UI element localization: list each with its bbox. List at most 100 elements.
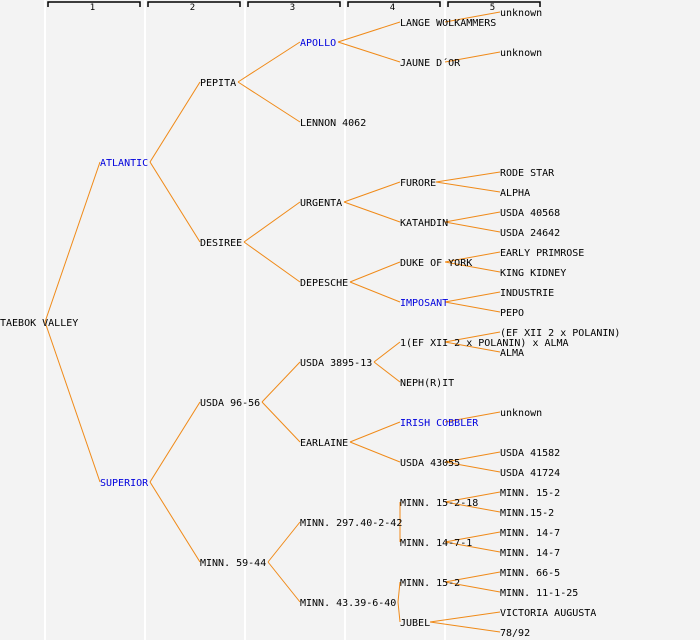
pedigree-link	[444, 451, 501, 463]
pedigree-link	[349, 261, 401, 283]
ancestor-label: PEPO	[500, 308, 524, 319]
pedigree-link	[435, 171, 501, 183]
pedigree-link	[444, 291, 501, 303]
ancestor-label: 1(EF XII 2 x POLANIN) x ALMA	[400, 338, 569, 349]
ancestor-label[interactable]: APOLLO	[300, 38, 336, 49]
ancestor-label: TAEBOK VALLEY	[0, 318, 78, 329]
ancestor-label: USDA 24642	[500, 228, 560, 239]
ancestor-label: RODE STAR	[500, 168, 555, 179]
pedigree-link	[149, 481, 201, 563]
pedigree-link	[444, 571, 501, 583]
pedigree-link	[44, 161, 101, 323]
pedigree-link	[444, 331, 501, 343]
pedigree-link	[349, 441, 401, 463]
column-separators	[44, 0, 446, 640]
pedigree-link	[444, 501, 501, 513]
unknown-ancestor-label: unknown	[500, 48, 542, 59]
ancestor-label: MINN. 43.39-6-40	[300, 598, 396, 609]
ancestor-label: USDA 40568	[500, 208, 560, 219]
ancestor-label: USDA 41724	[500, 468, 560, 479]
generation-number: 2	[190, 3, 195, 13]
ancestor-label: MINN. 66-5	[500, 568, 560, 579]
unknown-ancestor-label: unknown	[500, 408, 542, 419]
pedigree-link	[237, 41, 301, 83]
pedigree-link	[444, 301, 501, 313]
ancestor-label: USDA 43055	[400, 458, 460, 469]
ancestor-label: MINN. 15-2	[400, 578, 460, 589]
pedigree-link	[267, 521, 301, 563]
pedigree-link	[444, 261, 501, 273]
ancestor-label: MINN. 11-1-25	[500, 588, 578, 599]
pedigree-link	[237, 81, 301, 123]
ancestor-label: MINN. 14-7	[500, 528, 560, 539]
ancestor-label[interactable]: IMPOSANT	[400, 298, 448, 309]
ancestor-label[interactable]: SUPERIOR	[100, 478, 149, 489]
ancestor-label: MINN. 15-2	[500, 488, 560, 499]
ancestor-label: LANGE WOLKAMMERS	[400, 18, 496, 29]
pedigree-link	[444, 11, 501, 23]
ancestor-label: DUKE OF YORK	[400, 258, 472, 269]
pedigree-link	[444, 531, 501, 543]
ancestor-label: INDUSTRIE	[500, 288, 554, 299]
pedigree-link	[444, 491, 501, 503]
pedigree-link	[149, 161, 201, 243]
ancestor-label[interactable]: IRISH COBBLER	[400, 418, 479, 429]
pedigree-link	[267, 561, 301, 603]
ancestor-label: NEPH(R)IT	[400, 378, 454, 389]
pedigree-link	[261, 401, 301, 443]
ancestor-label: MINN. 297.40-2-42	[300, 518, 402, 529]
pedigree-link	[435, 181, 501, 193]
pedigree-link	[349, 421, 401, 443]
ancestor-label: JAUNE D´OR	[400, 57, 461, 69]
pedigree-link	[444, 411, 501, 423]
pedigree-link	[373, 361, 401, 383]
ancestor-label: DEPESCHE	[300, 278, 348, 289]
ancestor-label: (EF XII 2 x POLANIN)	[500, 328, 620, 339]
ancestor-label: USDA 41582	[500, 448, 560, 459]
generation-bracket	[47, 1, 141, 7]
ancestor-label: 78/92	[500, 628, 530, 639]
ancestor-label: KING KIDNEY	[500, 268, 566, 279]
pedigree-link	[444, 581, 501, 593]
pedigree-link	[444, 211, 501, 223]
pedigree-link	[444, 251, 501, 263]
pedigree-link	[337, 21, 401, 43]
ancestor-label: EARLY PRIMROSE	[500, 248, 584, 259]
pedigree-link	[149, 401, 201, 483]
ancestor-label: ALMA	[500, 348, 524, 359]
generation-number: 1	[90, 3, 95, 13]
pedigree-link	[349, 281, 401, 303]
ancestor-label: EARLAINE	[300, 438, 348, 449]
pedigree-link	[397, 581, 401, 603]
ancestor-label: URGENTA	[300, 198, 342, 209]
ancestor-label: LENNON 4062	[300, 118, 366, 129]
generation-bracket	[247, 1, 341, 7]
pedigree-link	[337, 41, 401, 63]
pedigree-link	[429, 611, 501, 623]
pedigree-link	[243, 201, 301, 243]
pedigree-link	[429, 621, 501, 633]
generation-bracket	[147, 1, 241, 7]
ancestor-label: KATAHDIN	[400, 218, 448, 229]
pedigree-link	[444, 541, 501, 553]
pedigree-link	[243, 241, 301, 283]
ancestor-label: FURORE	[400, 178, 436, 189]
pedigree-link	[373, 341, 401, 363]
ancestor-label[interactable]: ATLANTIC	[100, 158, 148, 169]
ancestor-label: PEPITA	[200, 78, 236, 89]
ancestor-label: MINN. 59-44	[200, 558, 266, 569]
ancestor-label: USDA 3895-13	[300, 358, 372, 369]
generation-bracket	[447, 1, 541, 7]
ancestor-label: USDA 96-56	[200, 398, 260, 409]
pedigree-link	[343, 201, 401, 223]
generation-bracket	[347, 1, 441, 7]
ancestor-label: ALPHA	[500, 188, 530, 199]
pedigree-link	[444, 461, 501, 473]
ancestor-label: MINN. 14-7	[500, 548, 560, 559]
pedigree-link	[444, 51, 501, 63]
pedigree-link	[261, 361, 301, 403]
ancestor-label: VICTORIA AUGUSTA	[500, 608, 596, 619]
pedigree-link	[44, 321, 101, 483]
